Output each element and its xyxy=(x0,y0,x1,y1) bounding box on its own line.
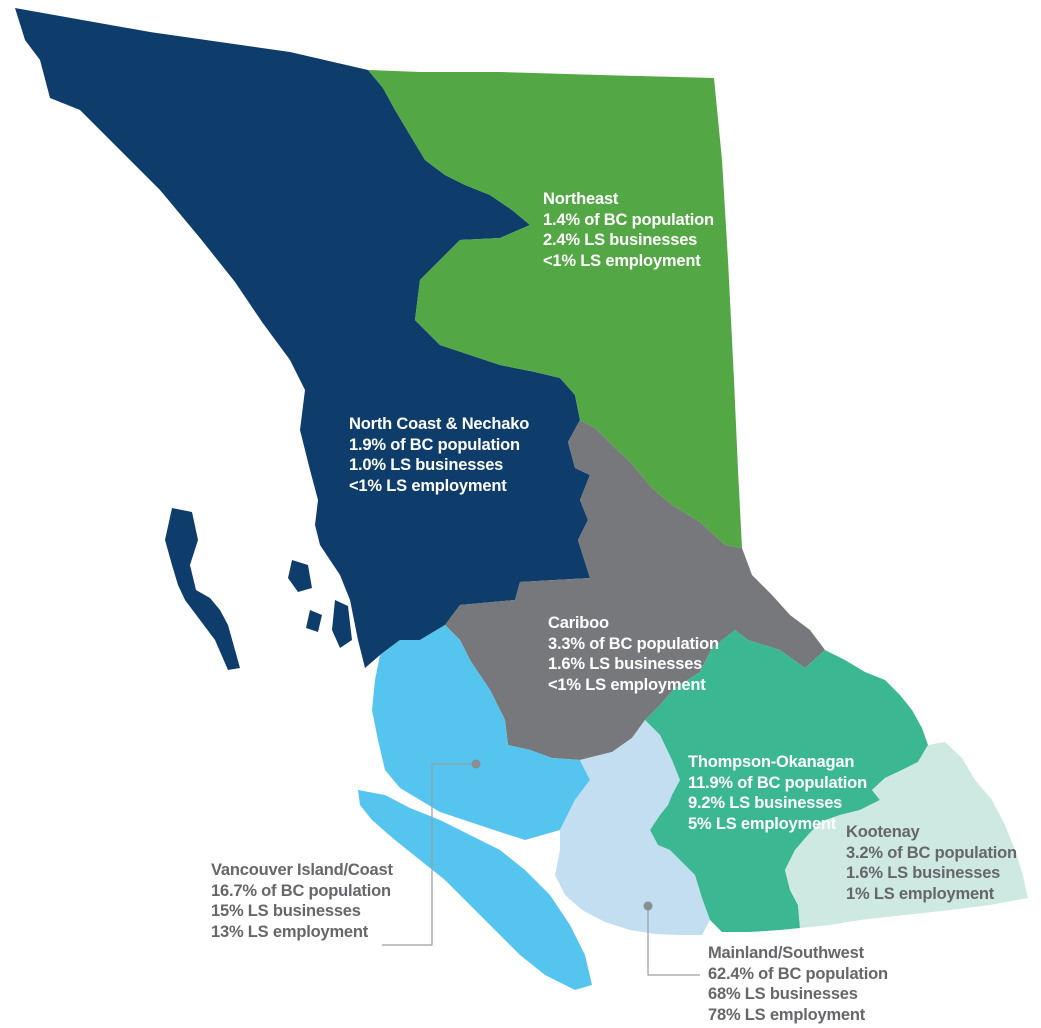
leader-line-vancouver-island xyxy=(382,763,476,946)
leader-dot-mainland-southwest xyxy=(643,901,653,911)
region-thompson-okanagan[interactable] xyxy=(645,630,928,932)
label-thompson-okanagan: Thompson-Okanagan 11.9% of BC population… xyxy=(688,752,867,834)
employment-stat: 78% LS employment xyxy=(708,1005,866,1024)
employment-stat: 1% LS employment xyxy=(846,884,995,903)
population-stat: 16.7% of BC population xyxy=(211,881,391,900)
population-stat: 1.4% of BC population xyxy=(543,210,714,229)
region-vancouver-island[interactable] xyxy=(358,790,592,990)
businesses-stat: 1.0% LS businesses xyxy=(349,456,504,474)
population-stat: 1.9% of BC population xyxy=(349,435,520,454)
employment-stat: <1% LS employment xyxy=(548,675,706,694)
label-cariboo: Cariboo 3.3% of BC population 1.6% LS bu… xyxy=(548,613,719,695)
leader-dot-vancouver-island xyxy=(471,759,481,769)
region-northeast[interactable] xyxy=(368,70,742,548)
businesses-stat: 15% LS businesses xyxy=(211,902,361,920)
region-kootenay[interactable] xyxy=(785,742,1028,928)
region-north-coast-islands[interactable] xyxy=(165,508,240,670)
label-vancouver-island-coast: Vancouver Island/Coast 16.7% of BC popul… xyxy=(211,860,393,942)
businesses-stat: 1.6% LS businesses xyxy=(846,864,1001,882)
leader-line-mainland-southwest xyxy=(647,906,700,976)
employment-stat: 5% LS employment xyxy=(688,814,837,833)
employment-stat: 13% LS employment xyxy=(211,922,369,941)
region-vancouver-island-coast[interactable] xyxy=(372,625,590,840)
population-stat: 62.4% of BC population xyxy=(708,964,888,983)
region-name: Northeast xyxy=(543,190,619,208)
region-cariboo[interactable] xyxy=(445,420,825,760)
label-north-coast-nechako: North Coast & Nechako 1.9% of BC populat… xyxy=(349,414,529,496)
region-name: North Coast & Nechako xyxy=(349,415,530,433)
label-northeast: Northeast 1.4% of BC population 2.4% LS … xyxy=(543,189,714,271)
population-stat: 3.3% of BC population xyxy=(548,634,719,653)
region-mainland-southwest[interactable] xyxy=(555,720,710,935)
region-north-coast-nechako[interactable] xyxy=(15,8,590,668)
population-stat: 11.9% of BC population xyxy=(688,773,867,792)
businesses-stat: 68% LS businesses xyxy=(708,985,858,1003)
businesses-stat: 1.6% LS businesses xyxy=(548,655,703,673)
region-name: Vancouver Island/Coast xyxy=(211,861,393,879)
businesses-stat: 2.4% LS businesses xyxy=(543,231,698,249)
label-mainland-southwest: Mainland/Southwest 62.4% of BC populatio… xyxy=(708,943,888,1025)
region-north-coast-islets[interactable] xyxy=(288,560,352,648)
region-name: Thompson-Okanagan xyxy=(688,753,855,771)
region-name: Mainland/Southwest xyxy=(708,944,864,962)
employment-stat: <1% LS employment xyxy=(349,476,507,495)
population-stat: 3.2% of BC population xyxy=(846,843,1017,862)
label-kootenay: Kootenay 3.2% of BC population 1.6% LS b… xyxy=(846,822,1017,904)
region-name: Cariboo xyxy=(548,614,609,632)
region-name: Kootenay xyxy=(846,823,920,841)
employment-stat: <1% LS employment xyxy=(543,251,701,270)
businesses-stat: 9.2% LS businesses xyxy=(688,794,843,812)
